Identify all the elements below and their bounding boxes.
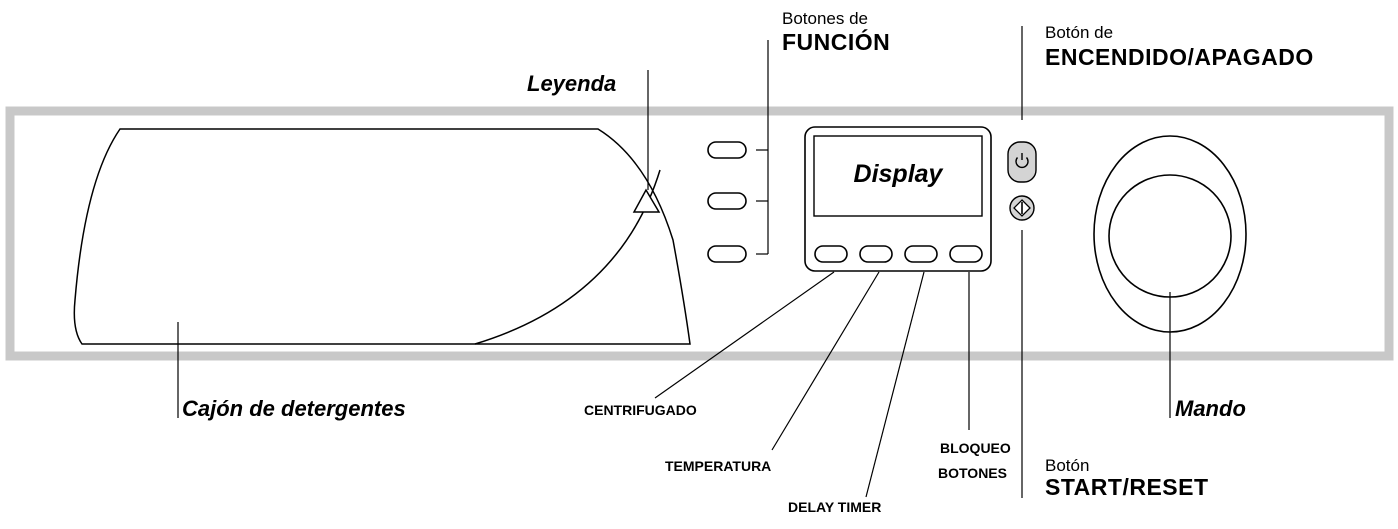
bloqueo-botones-button[interactable] <box>949 245 983 263</box>
centrifugado-button[interactable] <box>814 245 848 263</box>
function-button-3[interactable] <box>707 245 747 263</box>
bloqueo-label-line1: BLOQUEO <box>940 440 1011 456</box>
panel-frame <box>5 106 1394 361</box>
start-reset-icon <box>1013 199 1031 217</box>
centrifugado-label: CENTRIFUGADO <box>584 402 697 418</box>
leader-lines <box>177 26 1171 498</box>
cajon-label: Cajón de detergentes <box>182 396 406 421</box>
power-icon <box>1015 153 1029 169</box>
display-screen <box>813 135 983 217</box>
detergent-drawer-curve <box>474 169 661 345</box>
delay-timer-button[interactable] <box>904 245 938 263</box>
delay-timer-label: DELAY TIMER <box>788 499 882 515</box>
temperatura-button[interactable] <box>859 245 893 263</box>
legend-marker <box>632 188 661 213</box>
start-reset-label-line2: START/RESET <box>1045 474 1209 500</box>
encendido-label-line1: Botón de <box>1045 23 1114 42</box>
start-reset-label-line1: Botón <box>1045 456 1090 475</box>
function-button-1[interactable] <box>707 141 747 159</box>
dial-knob[interactable] <box>1108 174 1232 298</box>
botones-funcion-label-line1: Botones de <box>782 9 869 28</box>
encendido-label-line2: ENCENDIDO/APAGADO <box>1045 44 1314 70</box>
power-button[interactable] <box>1007 141 1037 183</box>
mando-label: Mando <box>1175 396 1246 421</box>
function-button-2[interactable] <box>707 192 747 210</box>
leyenda-label: Leyenda <box>527 71 617 96</box>
bloqueo-label-line2: BOTONES <box>938 465 1007 481</box>
temperatura-label: TEMPERATURA <box>665 458 772 474</box>
botones-funcion-label-line2: FUNCIÓN <box>782 29 891 55</box>
detergent-drawer <box>73 128 691 345</box>
display-label: Display <box>853 160 943 188</box>
